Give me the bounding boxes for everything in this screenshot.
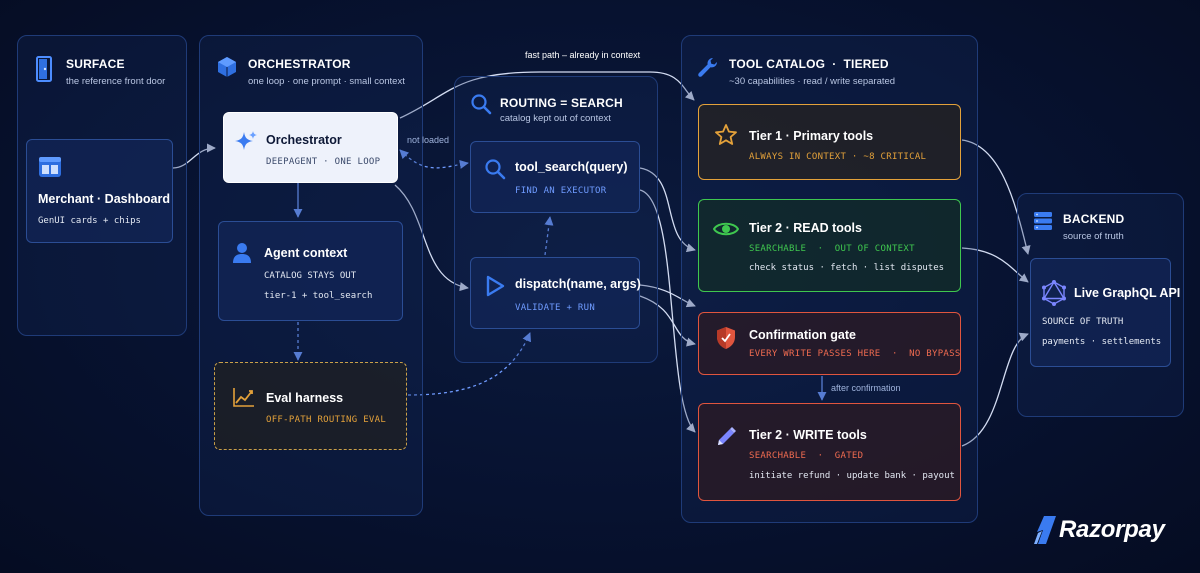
orchestrator-column-subtitle: one loop · one prompt · small context (248, 76, 405, 87)
sparkle-icon (235, 131, 257, 150)
server-icon (1034, 212, 1052, 230)
eval-harness-card[interactable]: Eval harness OFF-PATH ROUTING EVAL (214, 362, 407, 450)
confirmation-gate-title: Confirmation gate (749, 328, 856, 342)
orchestrator-card-sub: DEEPAGENT · ONE LOOP (266, 157, 381, 167)
orchestrator-card[interactable]: Orchestrator DEEPAGENT · ONE LOOP (223, 112, 398, 183)
after-confirmation-label: after confirmation (831, 383, 901, 393)
tool-search-card[interactable]: tool_search(query) FIND AN EXECUTOR (470, 141, 640, 213)
eval-harness-title: Eval harness (266, 391, 344, 405)
agent-context-line2: tier-1 + tool_search (264, 291, 373, 301)
tier1-title: Tier 1 · Primary tools (749, 129, 874, 143)
tier2-write-title: Tier 2 · WRITE tools (749, 428, 867, 442)
shield-icon (717, 327, 735, 349)
graphql-api-card[interactable]: Live GraphQL API SOURCE OF TRUTH payment… (1030, 258, 1180, 367)
merchant-dashboard-card[interactable]: Merchant · Dashboard GenUI cards + chips (26, 139, 173, 243)
tier1-sub: ALWAYS IN CONTEXT · ~8 CRITICAL (749, 152, 927, 162)
door-icon (36, 56, 52, 82)
pencil-icon (718, 427, 736, 445)
tier2-write-line: initiate refund · update bank · payout (749, 471, 955, 481)
cube-icon (218, 57, 236, 77)
not-loaded-label: not loaded (407, 135, 450, 145)
play-icon (486, 275, 505, 297)
routing-title: ROUTING = SEARCH (500, 96, 623, 110)
star-icon (715, 124, 737, 145)
razorpay-logo-icon (1034, 516, 1056, 544)
orchestrator-card-title: Orchestrator (266, 133, 342, 147)
wrench-icon (698, 58, 717, 77)
search-icon (485, 159, 506, 180)
backend-title: BACKEND (1063, 212, 1125, 226)
merchant-dashboard-line: GenUI cards + chips (38, 216, 141, 226)
tier1-card[interactable]: Tier 1 · Primary tools ALWAYS IN CONTEXT… (698, 104, 961, 180)
dispatch-card[interactable]: dispatch(name, args) VALIDATE + RUN (470, 257, 641, 329)
tier2-write-card[interactable]: Tier 2 · WRITE tools SEARCHABLE · GATED … (698, 403, 961, 501)
agent-context-line1: CATALOG STAYS OUT (264, 271, 357, 281)
eye-icon (713, 222, 739, 236)
graphql-api-line2: payments · settlements (1042, 337, 1162, 347)
surface-subtitle: the reference front door (66, 76, 166, 87)
tier2-read-title: Tier 2 · READ tools (749, 221, 862, 235)
tier2-write-sub: SEARCHABLE · GATED (749, 451, 864, 461)
dashboard-icon (39, 157, 61, 177)
confirmation-gate-card[interactable]: Confirmation gate EVERY WRITE PASSES HER… (698, 312, 961, 375)
eval-harness-sub: OFF-PATH ROUTING EVAL (266, 415, 387, 425)
tool-search-title: tool_search(query) (515, 160, 628, 174)
brand-name: Razorpay (1059, 516, 1165, 543)
confirmation-gate-sub: EVERY WRITE PASSES HERE · NO BYPASS (749, 349, 961, 359)
agent-context-card[interactable]: Agent context CATALOG STAYS OUT tier-1 +… (218, 221, 403, 321)
tool-search-sub: FIND AN EXECUTOR (515, 186, 607, 196)
routing-subtitle: catalog kept out of context (500, 113, 611, 124)
merchant-dashboard-title: Merchant · Dashboard (38, 192, 170, 206)
catalog-subtitle: ~30 capabilities · read / write separate… (729, 76, 896, 87)
backend-subtitle: source of truth (1063, 231, 1124, 242)
tier2-read-sub: SEARCHABLE · OUT OF CONTEXT (749, 244, 915, 254)
fast-path-label: fast path – already in context (525, 50, 641, 60)
catalog-title: TOOL CATALOG · TIERED (729, 57, 889, 71)
graphql-icon (1042, 280, 1066, 306)
agent-context-title: Agent context (264, 246, 348, 260)
person-icon (233, 243, 251, 263)
graphql-api-title: Live GraphQL API (1074, 286, 1181, 300)
dispatch-sub: VALIDATE + RUN (515, 303, 596, 313)
tier2-read-line: check status · fetch · list disputes (749, 263, 945, 273)
chart-line-icon (233, 388, 254, 407)
orchestrator-column-title: ORCHESTRATOR (248, 57, 351, 71)
tier2-read-card[interactable]: Tier 2 · READ tools SEARCHABLE · OUT OF … (698, 199, 961, 292)
graphql-api-line1: SOURCE OF TRUTH (1042, 317, 1124, 327)
surface-title: SURFACE (66, 57, 125, 71)
search-icon (471, 94, 492, 115)
dispatch-title: dispatch(name, args) (515, 277, 641, 291)
